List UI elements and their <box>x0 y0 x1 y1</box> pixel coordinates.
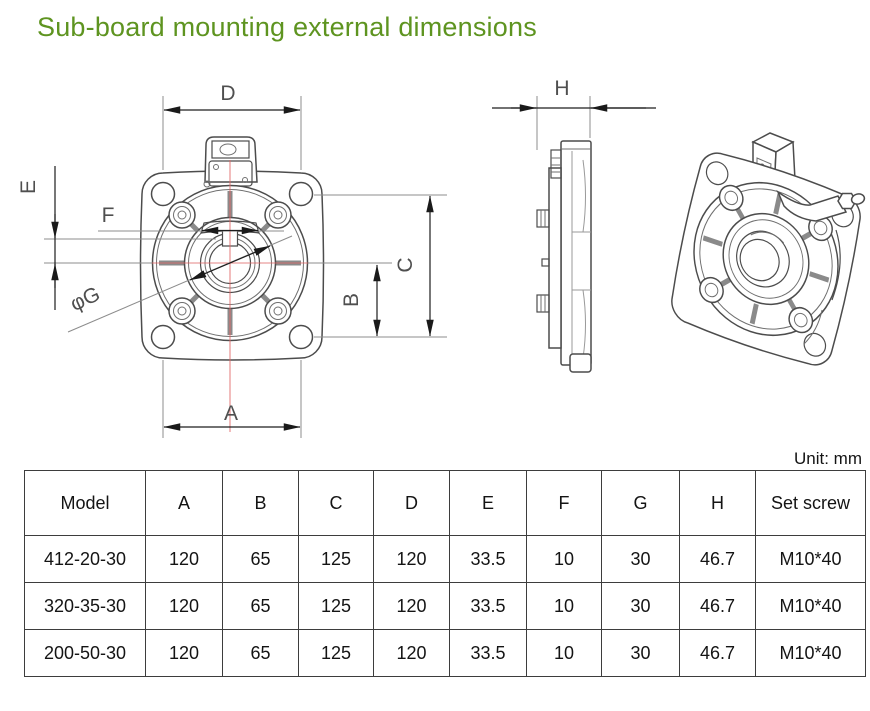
dim-label-a: A <box>224 402 238 425</box>
table-cell: 30 <box>601 629 680 677</box>
model-cell: 200-50-30 <box>24 629 146 677</box>
front-top-bracket <box>203 136 258 188</box>
dimensions-table: Model A B C D E F G H Set screw 412-20-3… <box>24 470 866 677</box>
table-cell: 125 <box>298 582 374 630</box>
table-cell: M10*40 <box>755 629 866 677</box>
table-cell: 10 <box>526 535 602 583</box>
table-header-row: Model A B C D E F G H Set screw <box>24 470 866 536</box>
side-dimension-lines <box>492 96 656 150</box>
table-cell: 120 <box>373 629 450 677</box>
table-cell: 10 <box>526 582 602 630</box>
column-header-a: A <box>145 470 223 536</box>
dim-label-c: C <box>394 257 417 272</box>
dim-label-f: F <box>102 204 115 227</box>
table-cell: 46.7 <box>679 535 756 583</box>
dim-label-phi-g: φG <box>67 282 104 316</box>
table-cell: 120 <box>145 582 223 630</box>
column-header-d: D <box>373 470 450 536</box>
column-header-model: Model <box>24 470 146 536</box>
model-cell: 412-20-30 <box>24 535 146 583</box>
side-view: H <box>492 77 656 373</box>
technical-drawing: D A E F φG B C H <box>17 77 866 438</box>
iso-rim-edge <box>831 229 841 301</box>
table-cell: 46.7 <box>679 629 756 677</box>
table-cell: M10*40 <box>755 535 866 583</box>
table-row: 412-20-30 120 65 125 120 33.5 10 30 46.7… <box>24 535 866 583</box>
table-cell: 120 <box>373 582 450 630</box>
table-cell: 65 <box>222 535 299 583</box>
isometric-view <box>671 132 866 366</box>
column-header-f: F <box>526 470 602 536</box>
unit-note: Unit: mm <box>794 449 862 468</box>
table-cell: 33.5 <box>449 535 527 583</box>
table-cell: 33.5 <box>449 629 527 677</box>
front-corner-holes <box>150 181 314 350</box>
table-cell: 10 <box>526 629 602 677</box>
front-view: D A E F φG B C <box>17 82 447 438</box>
table-row: 200-50-30 120 65 125 120 33.5 10 30 46.7… <box>24 629 866 677</box>
column-header-h: H <box>679 470 756 536</box>
front-bolts <box>168 201 292 325</box>
front-dimension-lines <box>51 106 434 431</box>
iso-flange <box>671 152 861 366</box>
iso-set-screw <box>776 189 866 222</box>
iso-bolts <box>699 184 833 334</box>
side-profile <box>536 140 592 373</box>
table-cell: 125 <box>298 535 374 583</box>
table-cell: M10*40 <box>755 582 866 630</box>
dim-label-e: E <box>17 180 40 194</box>
dim-label-h: H <box>554 77 569 100</box>
table-row: 320-35-30 120 65 125 120 33.5 10 30 46.7… <box>24 582 866 630</box>
column-header-g: G <box>601 470 680 536</box>
page-title: Sub-board mounting external dimensions <box>37 12 537 42</box>
iso-rim-edge-2 <box>803 309 823 345</box>
dim-label-d: D <box>220 82 235 105</box>
table-cell: 65 <box>222 629 299 677</box>
table-cell: 30 <box>601 535 680 583</box>
table-cell: 65 <box>222 582 299 630</box>
table-cell: 120 <box>373 535 450 583</box>
column-header-set-screw: Set screw <box>755 470 866 536</box>
table-cell: 46.7 <box>679 582 756 630</box>
table-cell: 120 <box>145 629 223 677</box>
dim-label-b: B <box>340 293 363 307</box>
column-header-b: B <box>222 470 299 536</box>
table-cell: 125 <box>298 629 374 677</box>
model-cell: 320-35-30 <box>24 582 146 630</box>
table-cell: 30 <box>601 582 680 630</box>
column-header-e: E <box>449 470 527 536</box>
column-header-c: C <box>298 470 374 536</box>
table-cell: 33.5 <box>449 582 527 630</box>
table-cell: 120 <box>145 535 223 583</box>
